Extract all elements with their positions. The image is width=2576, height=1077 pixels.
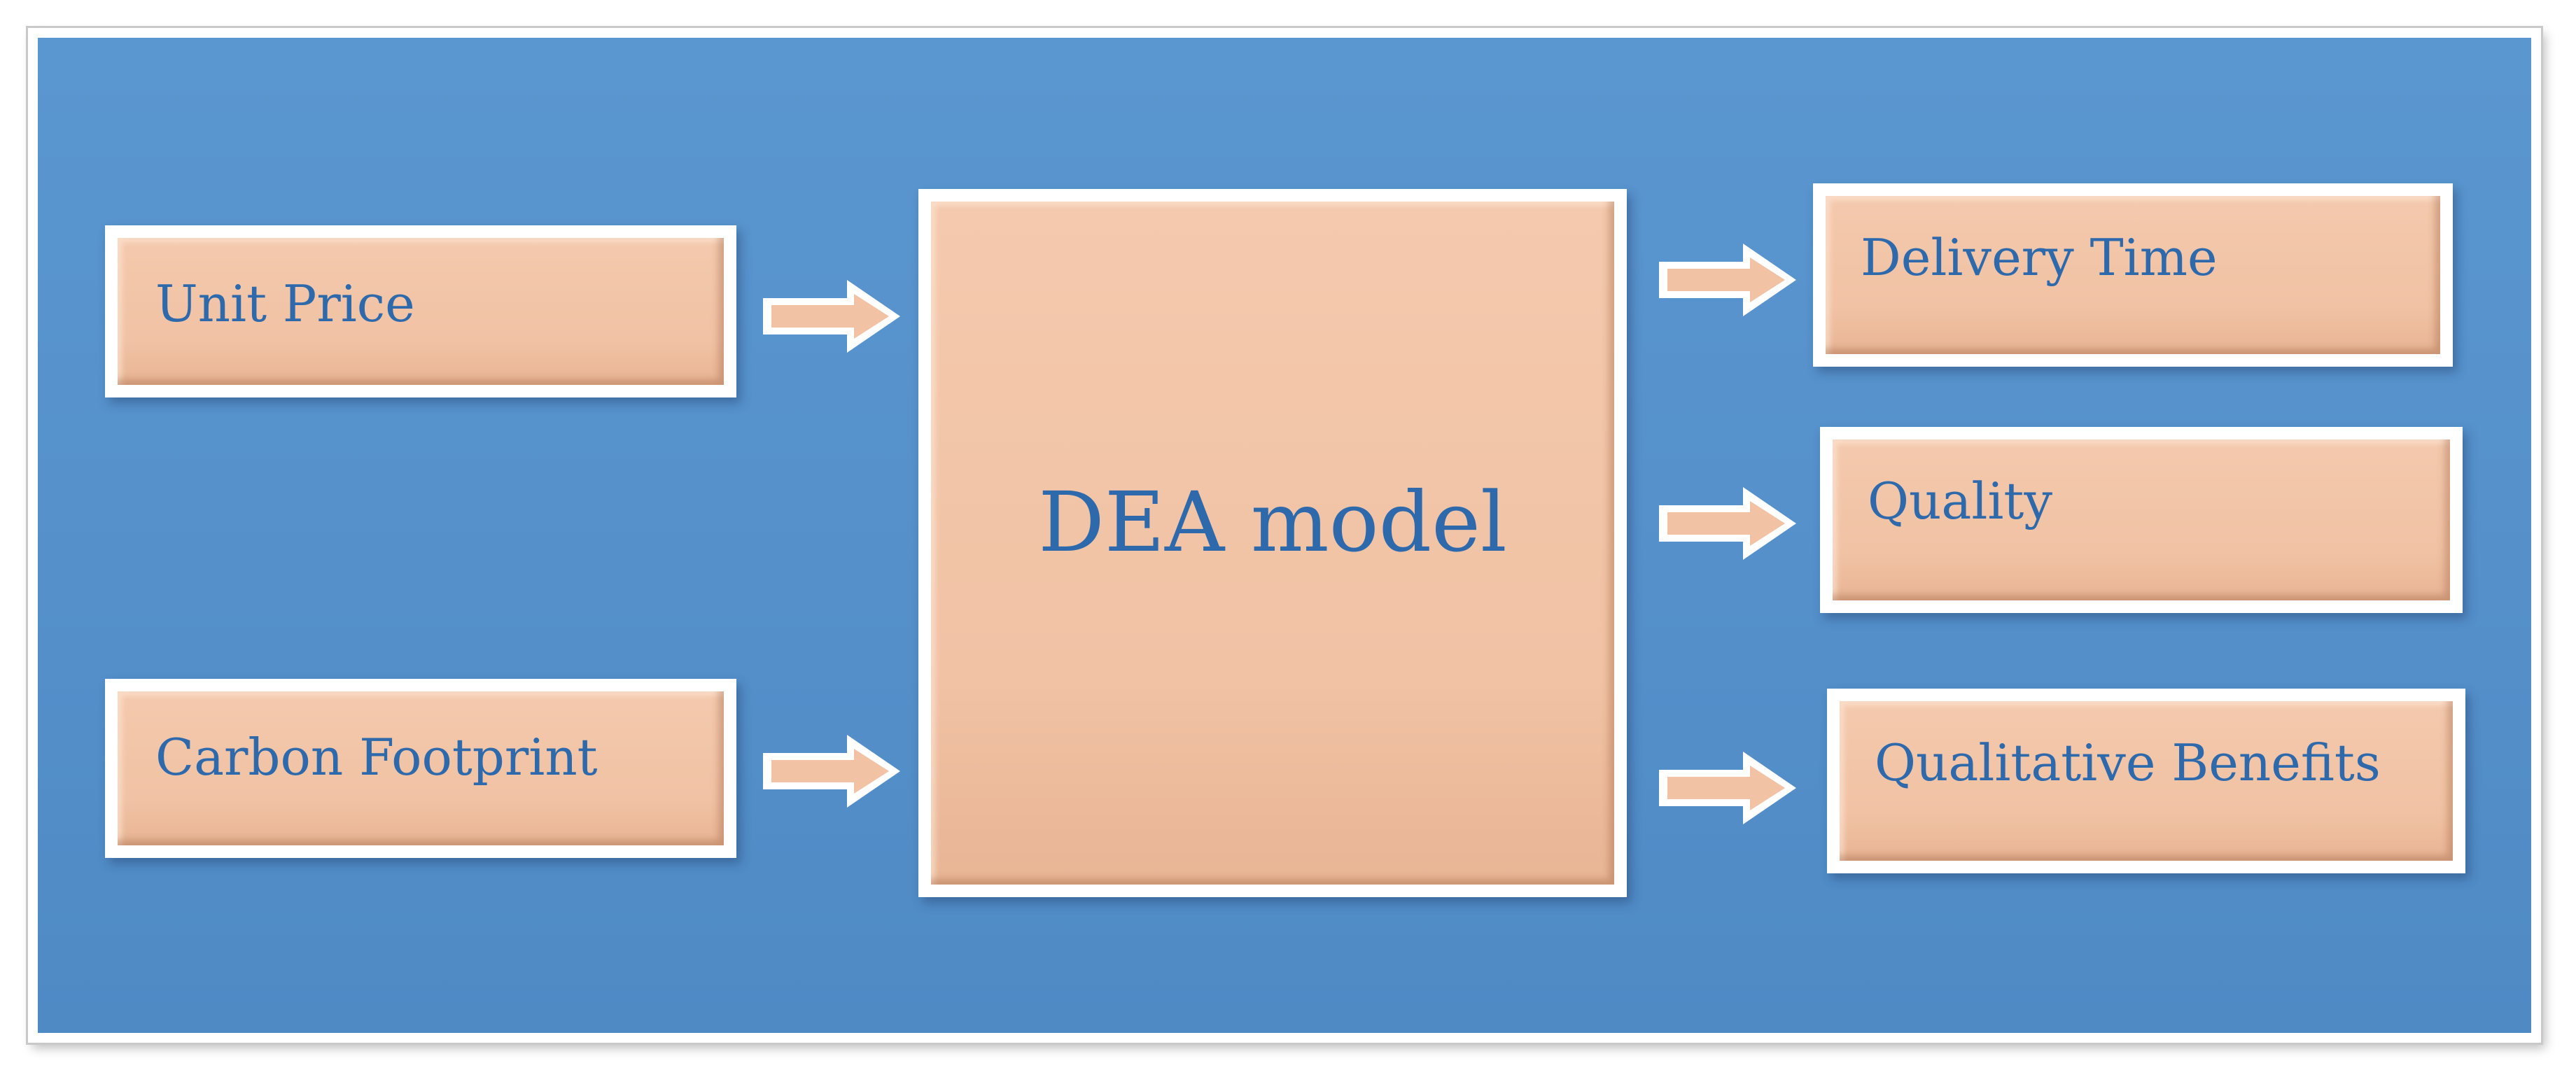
- input-label-carbon-footprint: Carbon Footprint: [155, 728, 598, 787]
- output-box-delivery-time: Delivery Time: [1813, 183, 2453, 367]
- dea-model-label: DEA model: [1038, 474, 1507, 570]
- arrow-model-to-delivery-time: [1653, 238, 1800, 322]
- arrow-unit-price-to-model: [757, 274, 904, 358]
- arrow-model-to-qualitative-benefits: [1653, 746, 1800, 830]
- output-label-delivery-time: Delivery Time: [1861, 228, 2218, 287]
- output-label-qualitative-benefits: Qualitative Benefits: [1875, 733, 2381, 792]
- output-box-quality: Quality: [1820, 427, 2463, 613]
- right-arrow-icon: [1659, 487, 1796, 560]
- input-label-unit-price: Unit Price: [155, 274, 415, 333]
- output-label-quality: Quality: [1868, 472, 2052, 530]
- arrow-model-to-quality: [1653, 481, 1800, 565]
- input-box-carbon-footprint: Carbon Footprint: [105, 679, 736, 858]
- right-arrow-icon: [763, 735, 900, 808]
- output-box-qualitative-benefits: Qualitative Benefits: [1827, 689, 2465, 873]
- input-box-unit-price: Unit Price: [105, 225, 736, 397]
- dea-model-box: DEA model: [918, 189, 1627, 897]
- right-arrow-icon: [763, 280, 900, 353]
- right-arrow-icon: [1659, 752, 1796, 824]
- arrow-carbon-footprint-to-model: [757, 729, 904, 813]
- right-arrow-icon: [1659, 244, 1796, 316]
